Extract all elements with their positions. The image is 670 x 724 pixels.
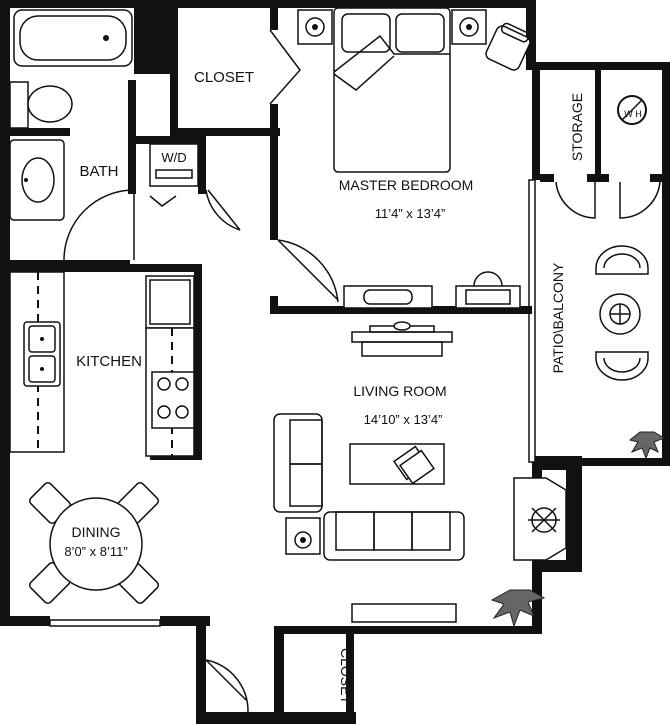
patio-chair-icon — [595, 245, 649, 275]
wd-label: W/D — [161, 150, 186, 165]
desk-icon — [455, 285, 521, 309]
dining-dims: 8’0” x 8’11” — [64, 544, 127, 559]
toilet-icon — [9, 81, 29, 129]
tv-stand-icon — [351, 331, 453, 343]
bath-fixtures — [9, 9, 199, 221]
master-bedroom-label: MASTER BEDROOM — [339, 177, 474, 193]
water-heater-label: W H — [624, 109, 642, 119]
living-furniture — [273, 321, 567, 628]
closet-bottom-label: CLOSET — [338, 648, 354, 704]
bed-icon — [333, 7, 451, 173]
kitchen-fixtures — [9, 271, 195, 457]
master-bedroom-dims: 11’4” x 13’4” — [375, 206, 446, 221]
patio-chair-icon — [595, 351, 649, 381]
plant-icon — [628, 431, 666, 460]
bedroom-door — [277, 239, 339, 303]
water-heater-icon — [617, 95, 647, 125]
refrigerator-icon — [145, 275, 195, 329]
bedroom-furniture — [297, 7, 531, 309]
sink-icon — [23, 321, 61, 387]
living-room-label: LIVING ROOM — [353, 383, 446, 399]
doors — [63, 29, 661, 713]
patio-table-icon — [599, 293, 641, 335]
patio-furniture — [595, 245, 666, 460]
bathtub-icon — [13, 9, 133, 67]
entry-door — [205, 659, 249, 713]
side-table-icon — [285, 517, 321, 555]
living-room-dims: 14’10” x 13’4” — [364, 412, 443, 427]
window-dining — [49, 619, 161, 627]
closet-bifold-door — [269, 29, 301, 105]
kitchen-label: KITCHEN — [76, 353, 142, 370]
water-heater-door — [619, 181, 661, 219]
bath-door — [63, 189, 135, 261]
dining-label: DINING — [72, 524, 121, 540]
storage-label: STORAGE — [569, 93, 585, 161]
plant-icon — [490, 589, 546, 628]
console-table-icon — [351, 603, 457, 623]
patio-balcony-label: PATIO\BALCONY — [550, 262, 566, 373]
sliding-door — [528, 179, 536, 463]
fireplace-icon — [513, 477, 567, 561]
closet-label: CLOSET — [194, 69, 254, 86]
wd-door — [149, 195, 177, 207]
dining-table-icon — [28, 481, 160, 605]
labels: CLOSET BATH W/D MASTER BEDROOM 11’4” x 1… — [64, 69, 641, 704]
bath-label: BATH — [80, 163, 119, 180]
armchair-icon — [485, 22, 531, 71]
sink-icon — [9, 139, 65, 221]
coffee-table-books — [392, 445, 436, 485]
loveseat-icon — [273, 413, 323, 513]
storage-door — [555, 181, 596, 219]
closet-door — [205, 189, 241, 231]
sofa-icon — [323, 511, 465, 561]
